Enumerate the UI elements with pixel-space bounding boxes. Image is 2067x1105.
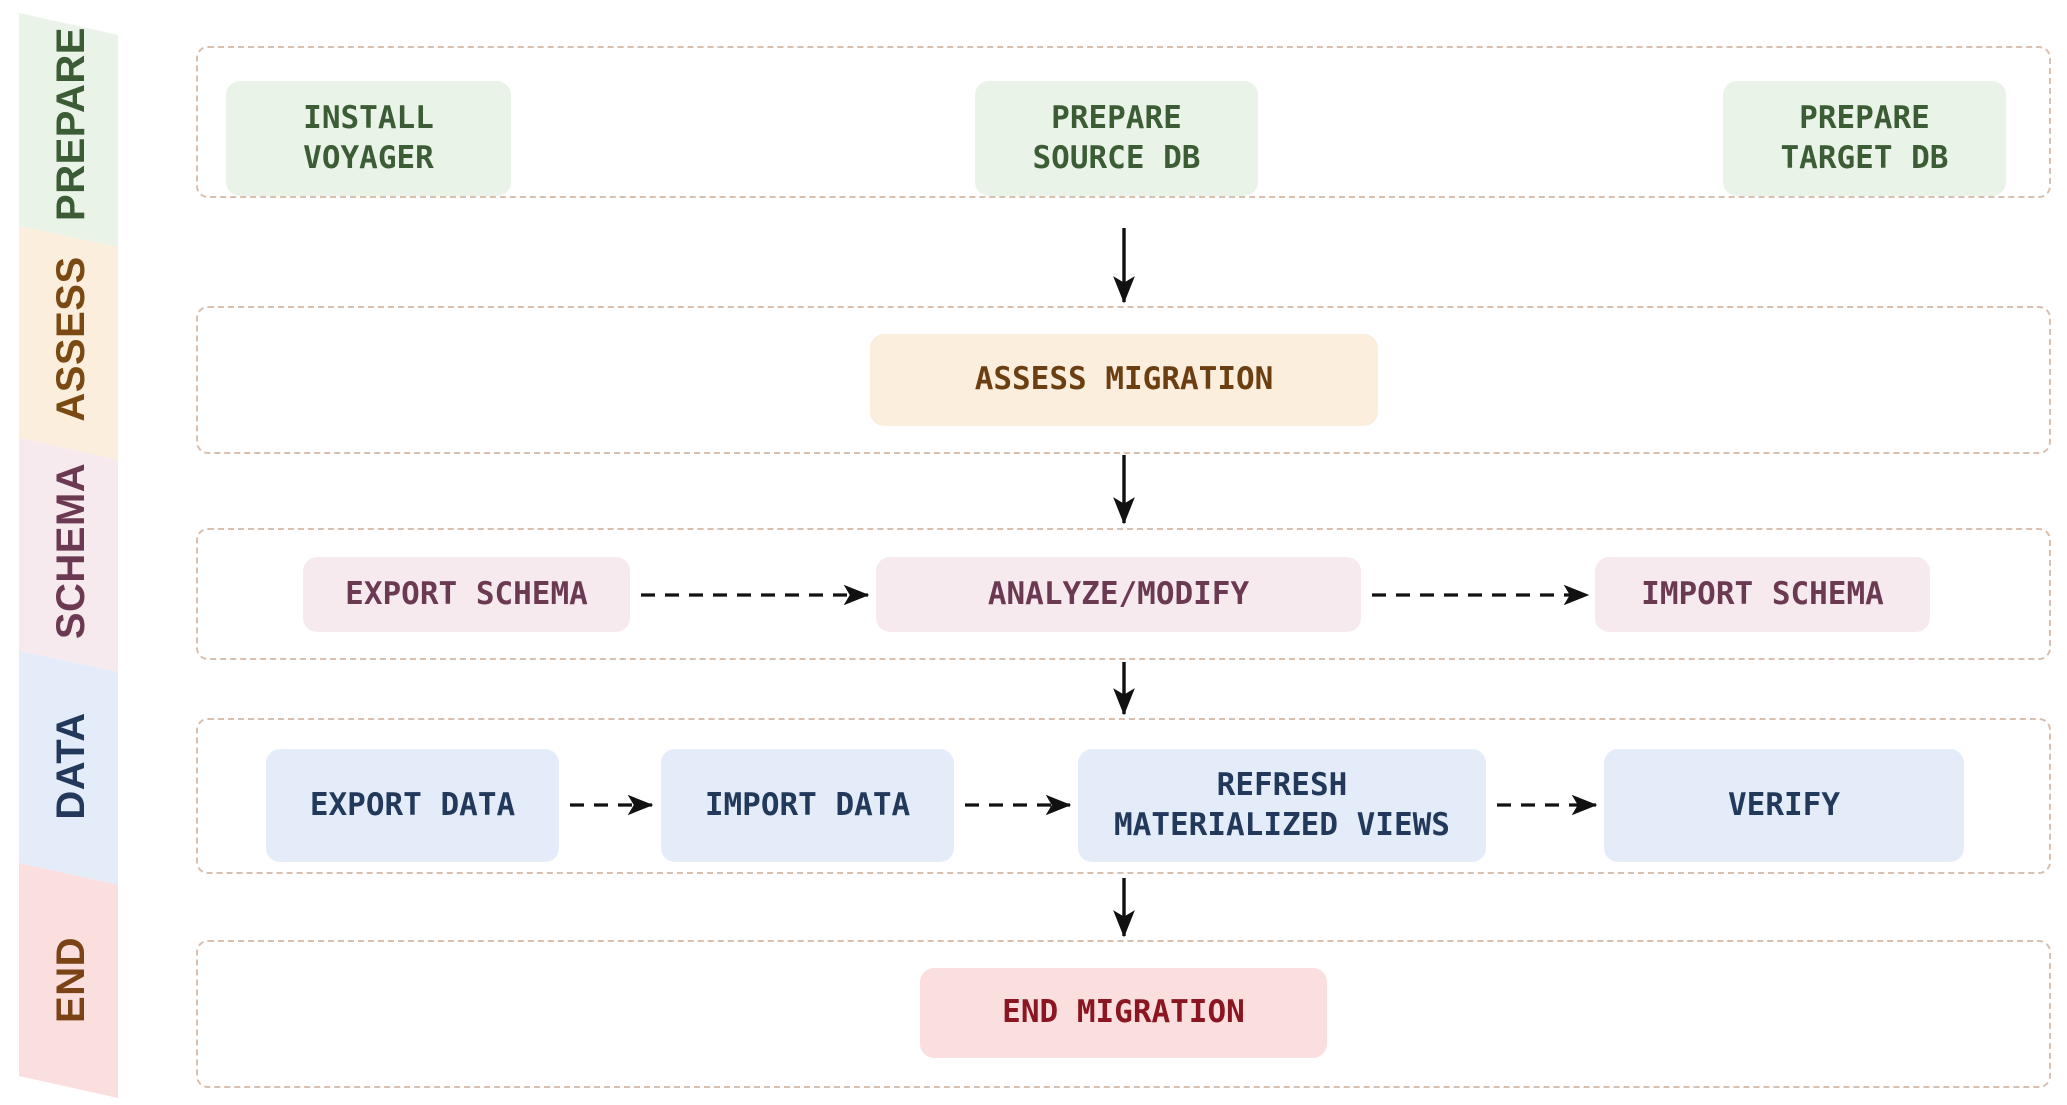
phase-label-schema: SCHEMA (49, 463, 93, 639)
node-export-schema[interactable]: EXPORT SCHEMA (303, 557, 630, 632)
node-export-data[interactable]: EXPORT DATA (266, 749, 559, 862)
lane-schema (196, 528, 2051, 660)
phase-band-prepare (19, 13, 118, 247)
lane-end (196, 940, 2051, 1088)
phase-label-prepare: PREPARE (49, 27, 93, 221)
node-assess-migration[interactable]: ASSESS MIGRATION (870, 334, 1378, 426)
node-end-migration[interactable]: END MIGRATION (920, 968, 1327, 1058)
lane-data (196, 718, 2051, 874)
phase-label-data: DATA (49, 712, 93, 819)
phase-band-group (19, 13, 118, 1098)
phase-band-data (19, 651, 118, 885)
phase-sidebar: PREPARE ASSESS SCHEMA DATA END (0, 0, 150, 1105)
node-refresh-materialized-views[interactable]: REFRESH MATERIALIZED VIEWS (1078, 749, 1486, 862)
node-import-data[interactable]: IMPORT DATA (661, 749, 954, 862)
node-analyze-modify[interactable]: ANALYZE/MODIFY (876, 557, 1361, 632)
node-verify[interactable]: VERIFY (1604, 749, 1964, 862)
phase-band-schema (19, 438, 118, 672)
phase-label-end: END (49, 937, 93, 1023)
phase-band-end (19, 863, 118, 1098)
lane-prepare (196, 46, 2051, 198)
phase-label-assess: ASSESS (49, 256, 93, 421)
node-import-schema[interactable]: IMPORT SCHEMA (1595, 557, 1930, 632)
lane-assess (196, 306, 2051, 454)
phase-label-group: PREPARE ASSESS SCHEMA DATA END (49, 27, 93, 1023)
phase-band-assess (19, 226, 118, 460)
node-install-voyager[interactable]: INSTALL VOYAGER (226, 81, 511, 196)
node-prepare-source-db[interactable]: PREPARE SOURCE DB (975, 81, 1258, 196)
node-prepare-target-db[interactable]: PREPARE TARGET DB (1723, 81, 2006, 196)
